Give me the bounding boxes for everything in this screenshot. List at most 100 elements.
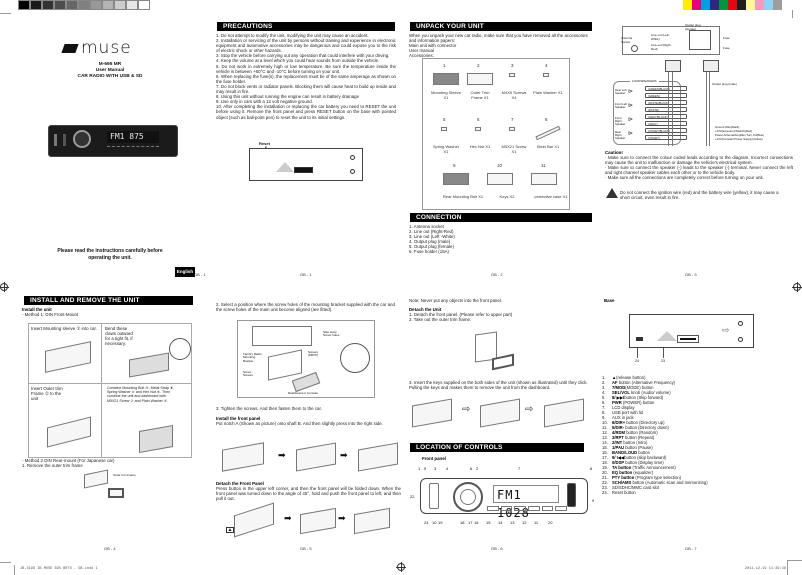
gray-swatch [126, 0, 138, 10]
legend-desc: button (Pause) [624, 445, 653, 450]
legend-key: PWR [612, 400, 622, 405]
callout-number: 24 [424, 520, 429, 525]
color-swatch [719, 0, 728, 10]
base-holes [350, 169, 355, 174]
legend-number: 8. [602, 410, 606, 415]
diagram-label: Factory Radio Mounting Bracket [243, 352, 262, 363]
base-title: Base [604, 298, 615, 303]
legend-desc: (Traffic Announcement) [631, 465, 676, 470]
legend-item: 1.▲(release button) [602, 375, 797, 380]
callout-number: 10 [432, 520, 437, 525]
legend-item: 4.SEL/VOL knob (Audio/ volume) [602, 390, 797, 395]
front-panel-sequence: ➡ ➡ [216, 442, 401, 472]
bracket-diagram: Side strap Screw holes Factory Radio Mou… [237, 320, 375, 398]
accessory-image [443, 173, 469, 185]
trim-frame-sketch [47, 416, 91, 448]
install-subtitle: Install the unit - Method 1: DIN Front-M… [22, 307, 79, 318]
accessory-number: 1 [443, 63, 446, 68]
callout-24: 24 [635, 359, 639, 363]
install-steps-grid: Insert Mounting sleeve ① into car. Bend … [28, 323, 192, 458]
legend-item: 23.SD/SDHC/MMC card slot [602, 485, 797, 490]
legend-item: 16.BAND/LOUD button [602, 450, 797, 455]
wire-label: (VIOLET/BLACK) [645, 128, 687, 133]
crop-mark [14, 565, 15, 575]
loudspeakers-group: LOUDSPEAKERS [613, 79, 681, 145]
factory-bracket [268, 349, 302, 381]
accessory-image [531, 173, 557, 185]
speaker-group: Rear Left Speaker⊳(GREEN/BLACK)(GREEN) [615, 86, 690, 100]
line-out-right-label: Line out (Right-Red) [651, 43, 672, 51]
legend-desc: button (Directory down) [624, 425, 669, 430]
speaker-icon: ⊳ [628, 131, 634, 137]
legend-key: 6/DIR+ [612, 420, 626, 425]
legend-key: EQ button [612, 470, 633, 475]
wire-label: (WHITE/BLACK) [645, 100, 687, 105]
legend-desc: USB port with lid [612, 410, 643, 415]
accessory-label: protective case X1 [534, 194, 568, 199]
gray-calibration-strip [18, 0, 150, 10]
legend-desc: button (Alternative Frequency) [617, 380, 676, 385]
legend-number: 12. [602, 430, 608, 435]
caution-title: Caution! [605, 150, 623, 155]
muse-logo: muse [61, 40, 163, 57]
section-header-precautions: PRECAUTIONS [217, 22, 395, 31]
volume-knob [73, 130, 91, 148]
gray-swatch [102, 0, 114, 10]
color-calibration-strip [683, 0, 782, 10]
precautions-list: 1. Do not attempt to modify the unit, mo… [216, 33, 396, 120]
radio-base-diagram [249, 148, 363, 181]
legend-item: 10.6/DIR+ button (Directory up) [602, 420, 797, 425]
accessory-number: 10 [497, 163, 503, 168]
legend-desc: button (Directory up) [625, 420, 665, 425]
legend-item: 9.AUX in jack [602, 415, 797, 420]
legend-number: 24. [602, 490, 608, 495]
legend-key: 7/MOD [612, 385, 626, 390]
color-swatch [728, 0, 737, 10]
legend-number: 6. [602, 400, 606, 405]
accessory-image [509, 127, 515, 131]
connector-block [689, 30, 711, 50]
color-swatch [737, 0, 746, 10]
callout-22: 22 [410, 494, 415, 499]
legend-number: 19. [602, 465, 608, 470]
method2-block: - Method 2 DIN Rear-mount (For Japanese … [22, 458, 115, 469]
legend-item: 5.8/ ▶▶Ibutton (Skip forward) [602, 395, 797, 400]
page-number: GB - 1 [300, 272, 312, 277]
callout-23: 23 [661, 359, 665, 363]
legend-number: 22. [602, 480, 608, 485]
gray-swatch [138, 0, 150, 10]
sd-slot [677, 335, 699, 343]
legend-key: 3/RPT [612, 435, 624, 440]
legend-item: 14.2/INT button (Intro) [602, 440, 797, 445]
callout-number: 2 [476, 466, 479, 471]
legend-desc: Reset button [612, 490, 636, 495]
base-holes [738, 337, 743, 342]
step-sketch [480, 398, 520, 428]
base-holes [738, 321, 743, 326]
claws-sketch [129, 352, 169, 378]
warning-triangle-icon [606, 188, 618, 198]
wire-label: (VIOLET) [645, 135, 687, 140]
legend-number: 3. [602, 385, 606, 390]
diagram-label: Side strap Screw holes [323, 330, 340, 338]
accessory-label: Steel Bar X1 [536, 144, 560, 149]
registration-mark-icon [792, 282, 802, 292]
wire-label: (GRAY) [645, 121, 687, 126]
eject-icon: ▲ [226, 527, 234, 533]
legend-key: BAND/LOUD [612, 450, 638, 455]
accessory-image [543, 73, 549, 77]
connector-triangle [276, 162, 294, 172]
callout-number: 11 [534, 520, 539, 525]
loudspeakers-title: LOUDSPEAKERS [630, 79, 659, 83]
callout-number: 17 [468, 520, 473, 525]
wire-label: (WHITE) [645, 107, 687, 112]
language-badge: English [175, 267, 195, 277]
left-button-col [429, 483, 439, 509]
legend-number: 23. [602, 485, 608, 490]
unpack-intro: When you unpack your new car radio, make… [409, 33, 588, 59]
precaution-item: 8. Using this unit without running the e… [216, 94, 360, 100]
legend-desc: button (Repeat) [623, 435, 655, 440]
page-number: GB - 1 [194, 272, 206, 277]
harness-wires [668, 72, 673, 146]
